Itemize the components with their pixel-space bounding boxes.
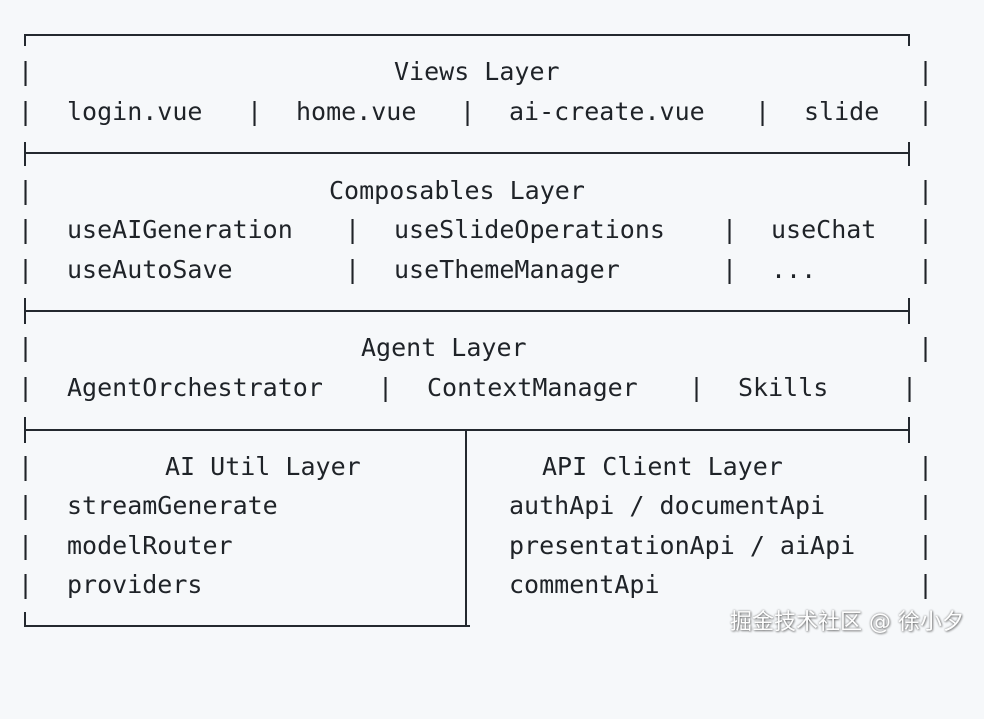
border-pipe: | bbox=[18, 491, 34, 520]
border-pipe: | bbox=[18, 57, 34, 86]
agent-left-tick bbox=[24, 417, 26, 443]
separator-pipe: | bbox=[722, 255, 738, 284]
skills: Skills bbox=[738, 373, 829, 402]
views-layer-title: Views Layer bbox=[394, 57, 560, 86]
split-title-row: | AI Util Layer API Client Layer | bbox=[0, 452, 984, 481]
split-row-2: | modelRouter presentationApi / aiApi | bbox=[0, 531, 984, 560]
bottom-left-corner bbox=[24, 612, 26, 627]
separator-pipe: | bbox=[755, 97, 771, 126]
border-pipe: | bbox=[918, 215, 934, 244]
separator-pipe: | bbox=[722, 215, 738, 244]
ai-util-stream-generate: streamGenerate bbox=[67, 491, 278, 520]
view-item-home: home.vue bbox=[296, 97, 417, 126]
composable-use-auto-save: useAutoSave bbox=[67, 255, 233, 284]
composable-use-slide-operations: useSlideOperations bbox=[394, 215, 665, 244]
views-bottom-border bbox=[24, 152, 910, 154]
border-pipe: | bbox=[918, 531, 934, 560]
ai-util-providers: providers bbox=[67, 570, 203, 599]
views-items-row: | login.vue | home.vue | ai-create.vue |… bbox=[0, 97, 984, 126]
border-pipe: | bbox=[918, 97, 934, 126]
border-pipe: | bbox=[918, 176, 934, 205]
bottom-border bbox=[24, 625, 470, 627]
api-client-layer-title: API Client Layer bbox=[542, 452, 783, 481]
border-pipe: | bbox=[18, 215, 34, 244]
composables-layer-title: Composables Layer bbox=[329, 176, 585, 205]
border-pipe: | bbox=[18, 531, 34, 560]
composable-use-chat: useChat bbox=[771, 215, 877, 244]
views-left-tick bbox=[24, 142, 26, 166]
composables-row-2: | useAutoSave | useThemeManager | ... | bbox=[0, 255, 984, 284]
agent-bottom-border bbox=[24, 429, 910, 431]
border-pipe: | bbox=[918, 57, 934, 86]
view-item-slide: slide bbox=[804, 97, 880, 126]
architecture-diagram: | Views Layer | | login.vue | home.vue |… bbox=[0, 34, 984, 635]
composable-ellipsis: ... bbox=[771, 255, 817, 284]
agent-title-row: | Agent Layer | bbox=[0, 333, 984, 362]
border-pipe: | bbox=[18, 333, 34, 362]
context-manager: ContextManager bbox=[427, 373, 638, 402]
split-row-3: | providers commentApi | bbox=[0, 570, 984, 599]
view-item-ai-create: ai-create.vue bbox=[509, 97, 705, 126]
border-pipe: | bbox=[918, 491, 934, 520]
border-pipe: | bbox=[18, 570, 34, 599]
separator-pipe: | bbox=[460, 97, 476, 126]
agent-items-row: | AgentOrchestrator | ContextManager | S… bbox=[0, 373, 984, 402]
agent-layer-title: Agent Layer bbox=[361, 333, 527, 362]
composables-title-row: | Composables Layer | bbox=[0, 176, 984, 205]
top-right-corner bbox=[908, 34, 910, 46]
border-pipe: | bbox=[918, 452, 934, 481]
bottom-split-divider bbox=[465, 429, 467, 627]
composables-bottom-border bbox=[24, 310, 910, 312]
border-pipe: | bbox=[918, 570, 934, 599]
composables-row-1: | useAIGeneration | useSlideOperations |… bbox=[0, 215, 984, 244]
border-pipe: | bbox=[18, 255, 34, 284]
separator-pipe: | bbox=[345, 215, 361, 244]
separator-pipe: | bbox=[345, 255, 361, 284]
views-right-tick bbox=[908, 142, 910, 166]
agent-right-tick bbox=[908, 417, 910, 443]
view-item-login: login.vue bbox=[67, 97, 203, 126]
composables-left-tick bbox=[24, 298, 26, 324]
ai-util-model-router: modelRouter bbox=[67, 531, 233, 560]
top-left-corner bbox=[24, 34, 26, 46]
top-border bbox=[24, 34, 910, 36]
composable-use-ai-generation: useAIGeneration bbox=[67, 215, 293, 244]
api-client-auth-document: authApi / documentApi bbox=[509, 491, 826, 520]
agent-orchestrator: AgentOrchestrator bbox=[67, 373, 323, 402]
composables-right-tick bbox=[908, 298, 910, 324]
border-pipe: | bbox=[918, 255, 934, 284]
split-row-1: | streamGenerate authApi / documentApi | bbox=[0, 491, 984, 520]
composable-use-theme-manager: useThemeManager bbox=[394, 255, 620, 284]
border-pipe: | bbox=[918, 333, 934, 362]
border-pipe: | bbox=[18, 176, 34, 205]
border-pipe: | bbox=[18, 97, 34, 126]
border-pipe: | bbox=[902, 373, 918, 402]
border-pipe: | bbox=[18, 373, 34, 402]
border-pipe: | bbox=[18, 452, 34, 481]
separator-pipe: | bbox=[247, 97, 263, 126]
separator-pipe: | bbox=[378, 373, 394, 402]
ai-util-layer-title: AI Util Layer bbox=[165, 452, 361, 481]
api-client-comment: commentApi bbox=[509, 570, 660, 599]
watermark: 掘金技术社区 @ 徐小夕 bbox=[730, 610, 964, 635]
separator-pipe: | bbox=[689, 373, 705, 402]
views-title-row: | Views Layer | bbox=[0, 57, 984, 86]
api-client-presentation-ai: presentationApi / aiApi bbox=[509, 531, 856, 560]
